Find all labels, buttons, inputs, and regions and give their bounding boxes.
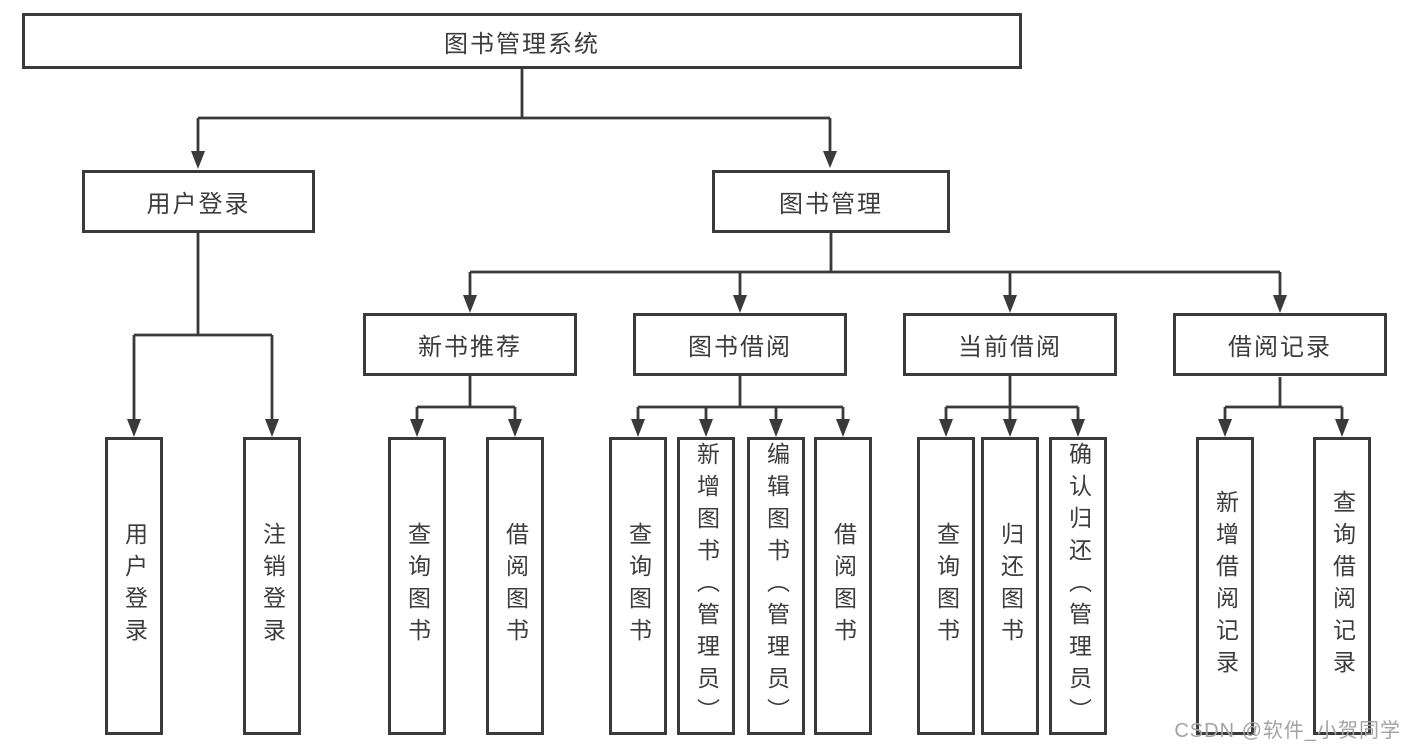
node-label: 图书借阅 xyxy=(688,334,792,361)
csdn-watermark: CSDN @软件_小贺同学 xyxy=(1174,720,1401,742)
node-leaf-borrow-book-recommend: 借阅图书 xyxy=(486,437,544,735)
node-book-borrow: 图书借阅 xyxy=(633,313,847,376)
node-label: 查询图书 xyxy=(933,522,960,650)
arrow-down-icon xyxy=(1003,419,1017,437)
node-label: 归还图书 xyxy=(997,522,1024,650)
node-label: 借阅图书 xyxy=(830,522,857,650)
node-leaf-edit-book-admin: 编辑图书（管理员） xyxy=(747,437,805,735)
connector-new-book-children xyxy=(415,376,517,421)
arrow-down-icon xyxy=(733,295,747,313)
node-leaf-add-borrow-record: 新增借阅记录 xyxy=(1196,437,1254,735)
node-label: 查询借阅记录 xyxy=(1329,490,1356,682)
node-leaf-return-book: 归还图书 xyxy=(981,437,1039,735)
arrow-down-icon xyxy=(127,419,141,437)
node-label: 新增图书（管理员） xyxy=(693,442,720,730)
connector-current-borrow-children xyxy=(944,376,1080,421)
arrow-down-icon xyxy=(1335,419,1349,437)
node-leaf-query-book-recommend: 查询图书 xyxy=(388,437,446,735)
connector-borrow-records-children xyxy=(1223,377,1344,421)
connector-user-login-children xyxy=(132,232,274,421)
node-new-book-recommend: 新书推荐 xyxy=(363,313,577,376)
arrow-down-icon xyxy=(1273,295,1287,313)
node-label: 查询图书 xyxy=(625,522,652,650)
node-leaf-add-book-admin: 新增图书（管理员） xyxy=(677,437,735,735)
node-label: 编辑图书（管理员） xyxy=(763,442,790,730)
node-leaf-query-book-borrow: 查询图书 xyxy=(609,437,667,735)
arrow-down-icon xyxy=(508,419,522,437)
connector-root-to-level2 xyxy=(196,69,832,152)
node-label: 借阅图书 xyxy=(502,522,529,650)
node-borrow-records: 借阅记录 xyxy=(1173,313,1387,376)
node-label: 用户登录 xyxy=(121,522,148,650)
arrow-down-icon xyxy=(410,419,424,437)
arrow-down-icon xyxy=(836,419,850,437)
node-label: 当前借阅 xyxy=(958,334,1062,361)
node-label: 图书管理 xyxy=(779,191,883,218)
node-label: 查询图书 xyxy=(404,522,431,650)
node-leaf-query-book-current: 查询图书 xyxy=(917,437,975,735)
node-user-login-branch: 用户登录 xyxy=(82,170,315,233)
arrow-down-icon xyxy=(1003,295,1017,313)
connector-book-borrow-children xyxy=(636,376,845,421)
node-label: 借阅记录 xyxy=(1228,334,1332,361)
arrow-down-icon xyxy=(1218,419,1232,437)
node-label: 新增借阅记录 xyxy=(1212,490,1239,682)
arrow-down-icon xyxy=(1071,419,1085,437)
arrow-down-icon xyxy=(699,419,713,437)
arrow-down-icon xyxy=(939,419,953,437)
arrow-down-icon xyxy=(631,419,645,437)
node-label: 图书管理系统 xyxy=(444,30,600,58)
node-label: 确认归还（管理员） xyxy=(1065,442,1092,730)
node-leaf-confirm-return-admin: 确认归还（管理员） xyxy=(1049,437,1107,735)
node-leaf-user-login: 用户登录 xyxy=(105,437,163,735)
arrowheads xyxy=(127,151,1349,437)
node-leaf-logout: 注销登录 xyxy=(243,437,301,735)
node-root-library-system: 图书管理系统 xyxy=(22,13,1022,69)
connector-book-mgmt-children xyxy=(468,233,1282,296)
node-current-borrow: 当前借阅 xyxy=(903,313,1117,376)
node-label: 注销登录 xyxy=(259,522,286,650)
arrow-down-icon xyxy=(191,151,205,169)
arrow-down-icon xyxy=(265,419,279,437)
node-label: 用户登录 xyxy=(146,191,251,218)
arrow-down-icon xyxy=(463,295,477,313)
node-leaf-borrow-book: 借阅图书 xyxy=(814,437,872,735)
arrow-down-icon xyxy=(823,151,837,168)
node-label: 新书推荐 xyxy=(418,334,522,361)
node-leaf-query-borrow-record: 查询借阅记录 xyxy=(1313,437,1371,735)
arrow-down-icon xyxy=(769,419,783,437)
node-book-management: 图书管理 xyxy=(712,170,950,233)
